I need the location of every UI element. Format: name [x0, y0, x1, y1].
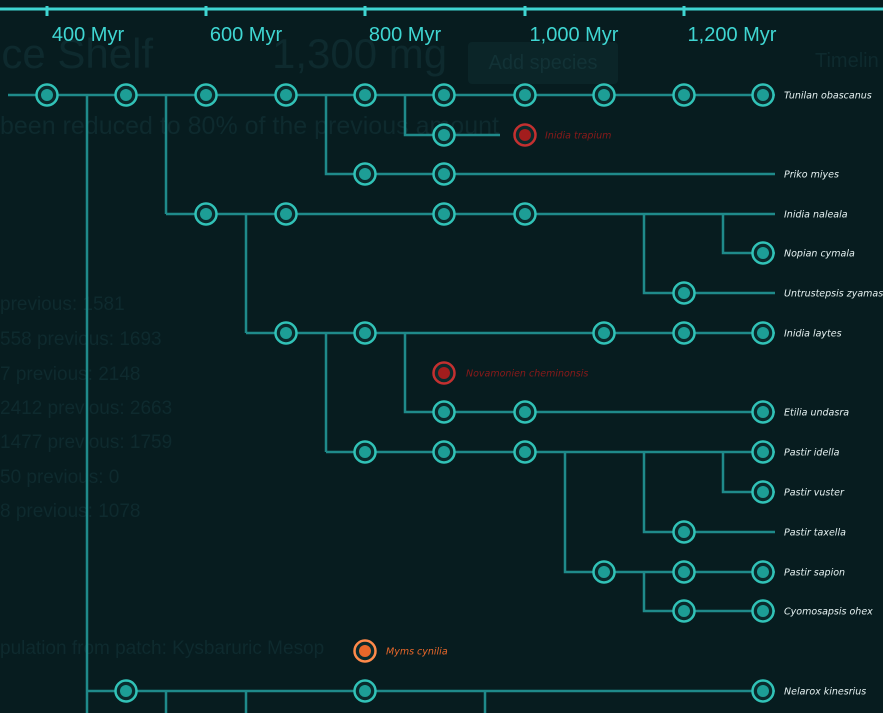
species-node[interactable] [513, 440, 537, 464]
species-node[interactable] [751, 560, 775, 584]
tree-branch [324, 95, 775, 176]
species-node[interactable] [353, 440, 377, 464]
tree-branch [403, 333, 775, 414]
species-node[interactable] [353, 162, 377, 186]
species-label: Pastir vuster [784, 488, 845, 499]
species-label: Tunilan obascanus [784, 91, 872, 102]
species-node[interactable] [672, 321, 696, 345]
species-node[interactable] [672, 520, 696, 544]
species-label: Nelarox kinesrius [784, 687, 866, 698]
species-label: Inidia trapium [545, 131, 611, 142]
time-axis: 400 Myr 600 Myr 800 Myr 1,000 Myr 1,200 … [0, 0, 883, 60]
species-label: Priko miyes [784, 170, 839, 181]
extinct-species-node[interactable] [513, 123, 537, 147]
species-label: Cyomosapsis ohex [784, 607, 873, 618]
patch-population: 1,300 mg [272, 30, 448, 77]
species-label: Myms cynilia [386, 647, 448, 658]
species-node[interactable] [751, 400, 775, 424]
tree-branches [8, 93, 775, 713]
axis-label: 1,000 Myr [529, 24, 619, 46]
tree-nodes [35, 83, 775, 703]
species-node[interactable] [353, 321, 377, 345]
species-node[interactable] [432, 162, 456, 186]
species-node[interactable] [274, 83, 298, 107]
species-label: Pastir taxella [784, 528, 846, 539]
species-label: Pastir sapion [784, 568, 845, 579]
time-axis-line [0, 6, 883, 16]
tree-branch [642, 214, 775, 295]
tree-branch [642, 572, 775, 613]
species-node[interactable] [513, 202, 537, 226]
player-species-node[interactable] [353, 639, 377, 663]
species-node[interactable] [672, 83, 696, 107]
species-node[interactable] [194, 202, 218, 226]
species-label: Etilia undasra [784, 408, 849, 419]
species-node[interactable] [432, 440, 456, 464]
species-node[interactable] [274, 321, 298, 345]
species-label: Pastir idella [784, 448, 840, 459]
patch-title: lce Shelf [0, 30, 154, 77]
species-node[interactable] [751, 679, 775, 703]
species-node[interactable] [432, 202, 456, 226]
extinct-species-node[interactable] [432, 361, 456, 385]
stat-line: 50 previous: 0 [0, 467, 120, 488]
species-node[interactable] [114, 83, 138, 107]
stat-line: previous: 1581 [0, 294, 125, 315]
species-node[interactable] [432, 83, 456, 107]
axis-label: 400 Myr [51, 24, 125, 46]
species-node[interactable] [432, 400, 456, 424]
species-node[interactable] [751, 599, 775, 623]
species-node[interactable] [751, 440, 775, 464]
species-node[interactable] [751, 241, 775, 265]
tree-branch [403, 95, 444, 137]
species-node[interactable] [672, 560, 696, 584]
species-node[interactable] [114, 679, 138, 703]
species-node[interactable] [513, 400, 537, 424]
axis-label: 600 Myr [209, 24, 283, 46]
species-node[interactable] [592, 83, 616, 107]
patch-note: pulation from patch: Kysbaruric Mesop [0, 638, 325, 659]
species-node[interactable] [432, 123, 456, 147]
species-label: Nopian cymala [784, 249, 855, 260]
stat-line: 7 previous: 2148 [0, 364, 141, 385]
species-node[interactable] [751, 480, 775, 504]
tree-branch [642, 452, 775, 534]
species-node[interactable] [194, 83, 218, 107]
species-node[interactable] [353, 679, 377, 703]
species-node[interactable] [592, 560, 616, 584]
stat-line: 8 previous: 1078 [0, 501, 141, 522]
tab-timeline: Timelin [815, 50, 879, 72]
tree-branch [563, 452, 775, 574]
species-node[interactable] [672, 281, 696, 305]
axis-label: 1,200 Myr [687, 24, 777, 46]
species-node[interactable] [751, 83, 775, 107]
species-node[interactable] [274, 202, 298, 226]
species-node[interactable] [35, 83, 59, 107]
species-label: Untrustepsis zyamasia [784, 289, 883, 300]
species-node[interactable] [513, 83, 537, 107]
species-node[interactable] [751, 321, 775, 345]
species-node[interactable] [672, 599, 696, 623]
species-label: Inidia naleala [784, 210, 848, 221]
stat-line: 558 previous: 1693 [0, 329, 162, 350]
species-label: Novamonien cheminonsis [466, 369, 588, 380]
species-node[interactable] [592, 321, 616, 345]
species-node[interactable] [353, 83, 377, 107]
add-species-button: Add species [468, 42, 618, 84]
species-label: Inidia laytes [784, 329, 842, 340]
axis-label: 800 Myr [368, 24, 442, 46]
